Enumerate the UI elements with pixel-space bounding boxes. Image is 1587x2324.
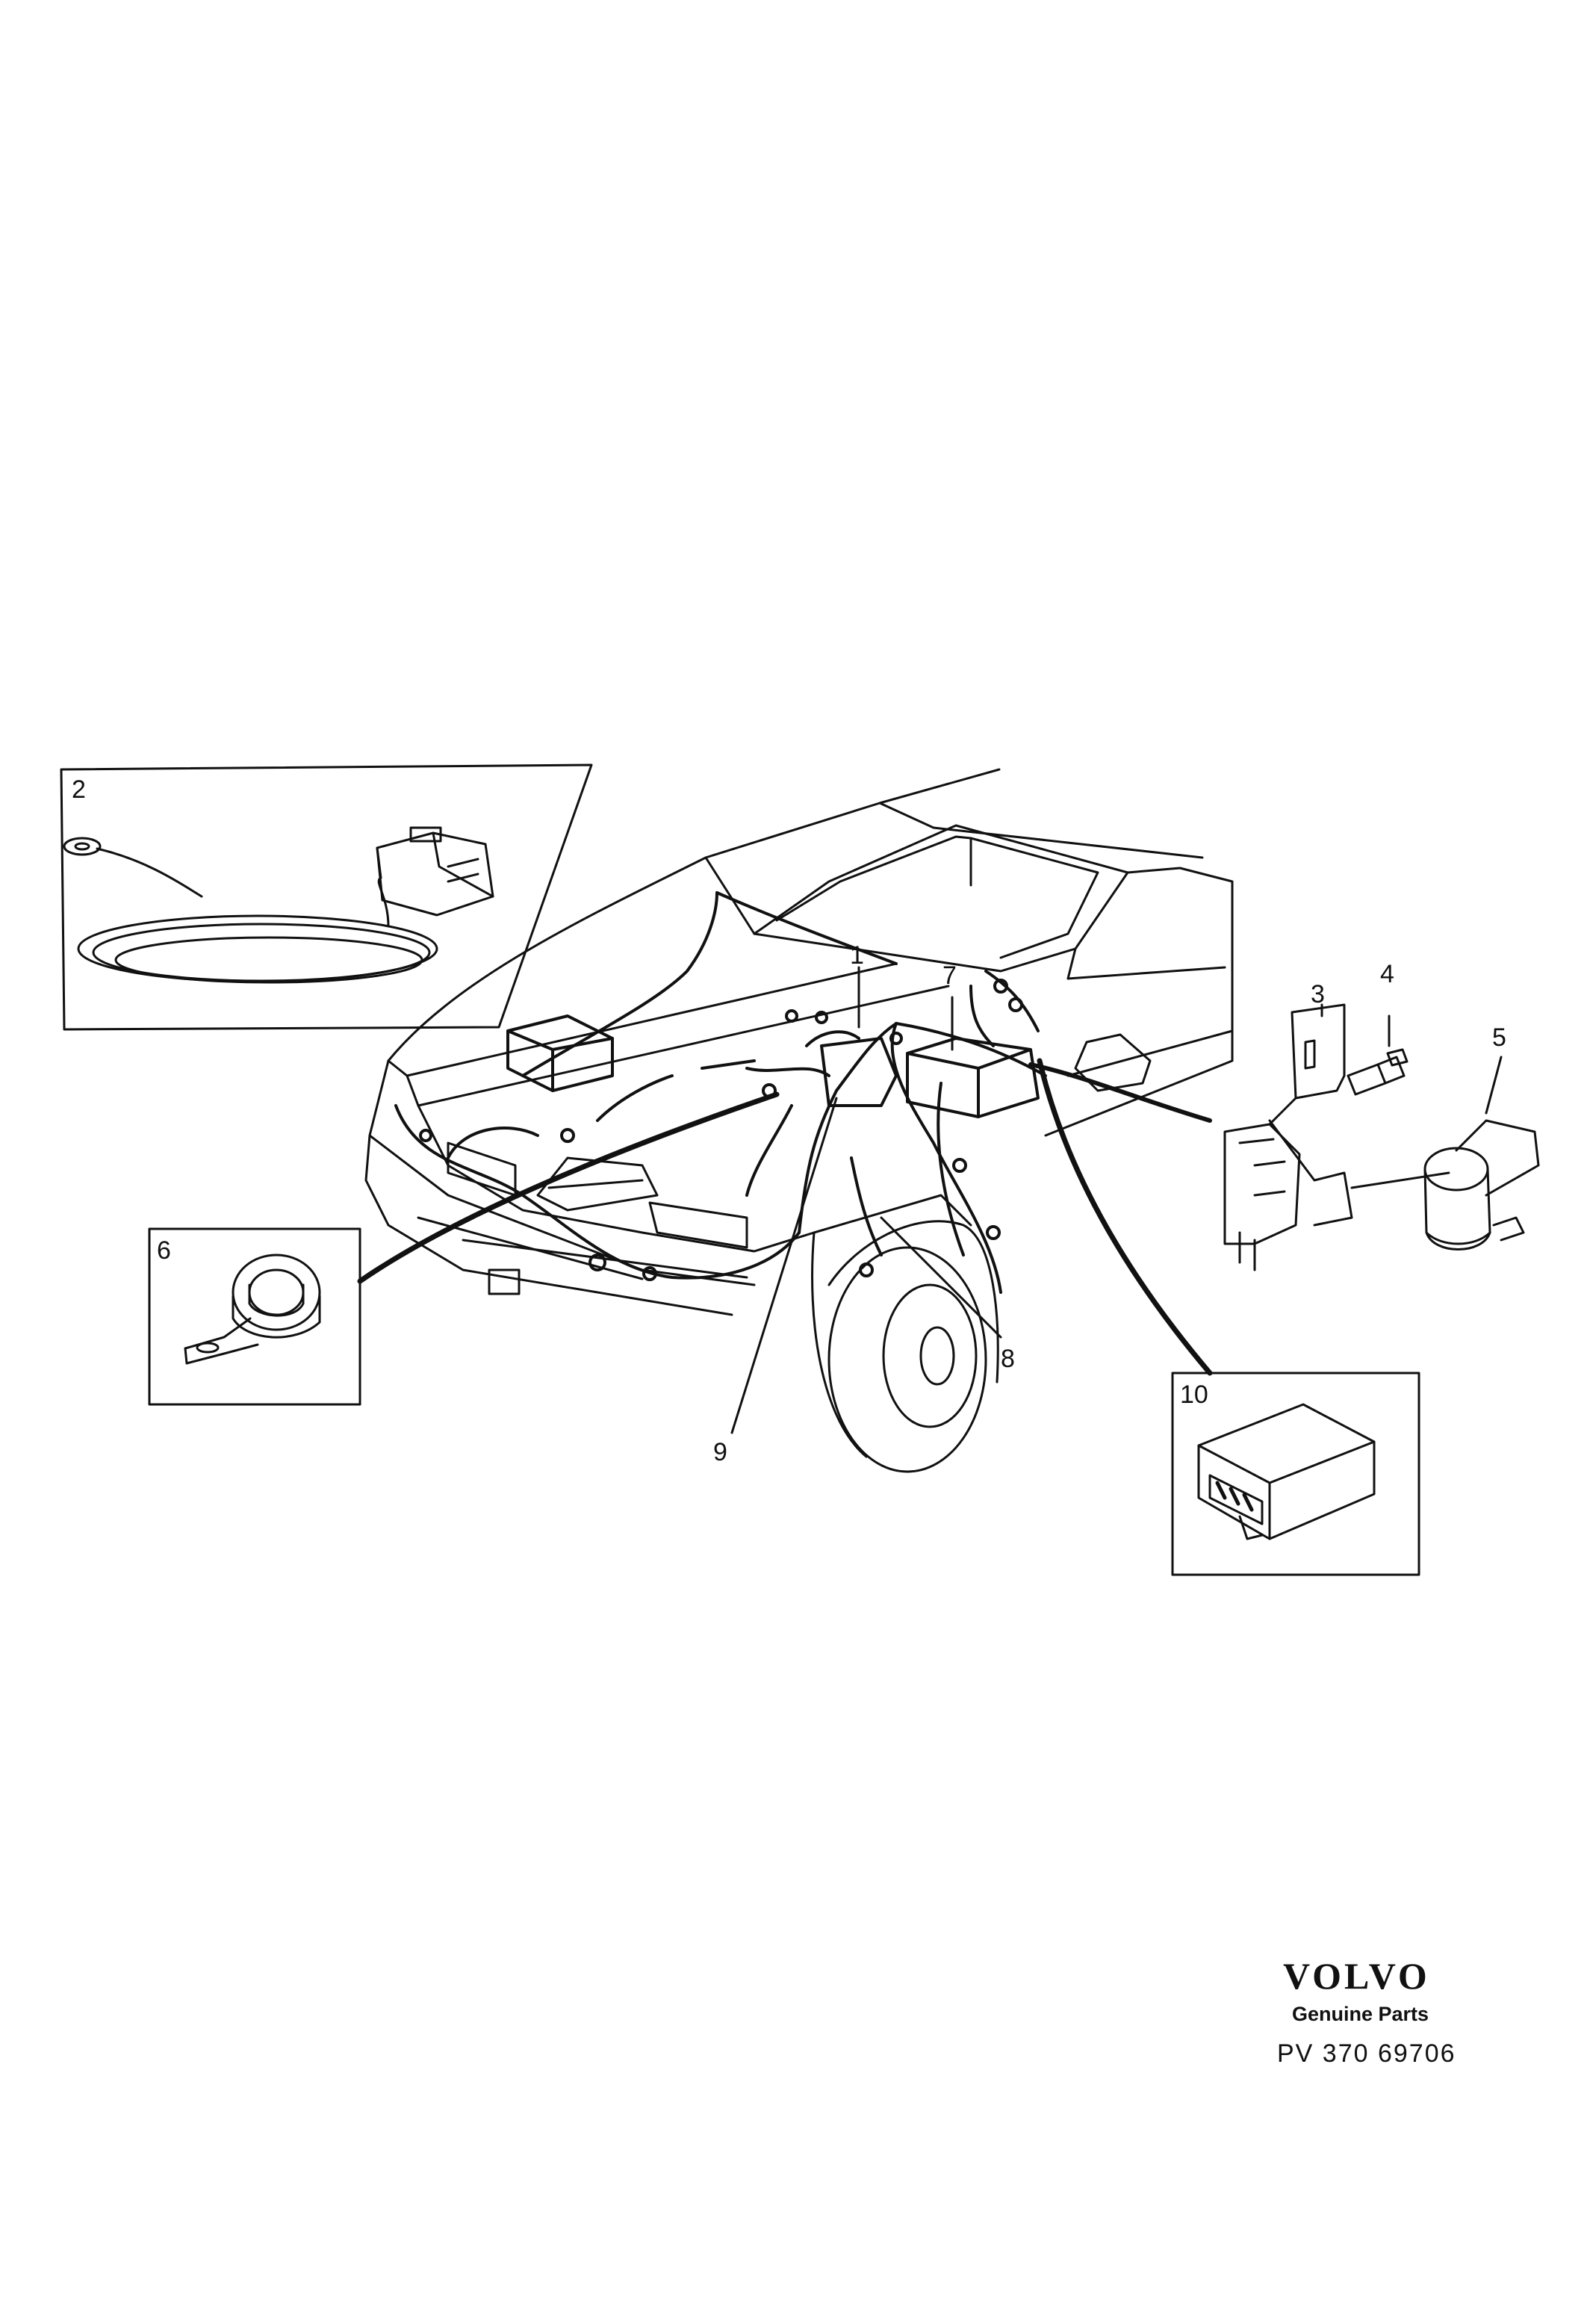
leader-10: [1037, 1058, 1213, 1376]
bracket-icon: [1223, 1003, 1353, 1271]
callout-2: 2: [72, 775, 86, 804]
clip-icon: [184, 1254, 321, 1365]
leader-8: [880, 1216, 1002, 1339]
callout-10: 10: [1180, 1381, 1208, 1409]
cable-icon: [63, 826, 494, 984]
horn-icon: [1423, 1119, 1540, 1251]
inset-box-6: [148, 1227, 361, 1406]
inset-box-10: [1171, 1372, 1420, 1576]
callout-9: 9: [713, 1438, 727, 1466]
callout-1: 1: [850, 941, 864, 970]
leader-9: [730, 1097, 838, 1434]
brand-logo: VOLVO: [1283, 1955, 1430, 1997]
inset-box-2: [60, 763, 593, 1031]
callout-4: 4: [1380, 960, 1394, 988]
car-icon: [364, 768, 1540, 1473]
relay-icon: [1197, 1403, 1376, 1540]
genuine-parts-label: Genuine Parts: [1292, 2003, 1429, 2025]
callout-3: 3: [1311, 980, 1325, 1008]
callout-6: 6: [157, 1236, 171, 1265]
leader-6: [357, 1091, 780, 1284]
part-code: PV 370 69706: [1277, 2039, 1456, 2068]
bolt-icon: [1347, 1048, 1409, 1096]
callout-7: 7: [942, 961, 957, 990]
callout-8: 8: [1001, 1345, 1015, 1373]
harness-icon: [394, 891, 1212, 1294]
callout-5: 5: [1492, 1023, 1506, 1052]
